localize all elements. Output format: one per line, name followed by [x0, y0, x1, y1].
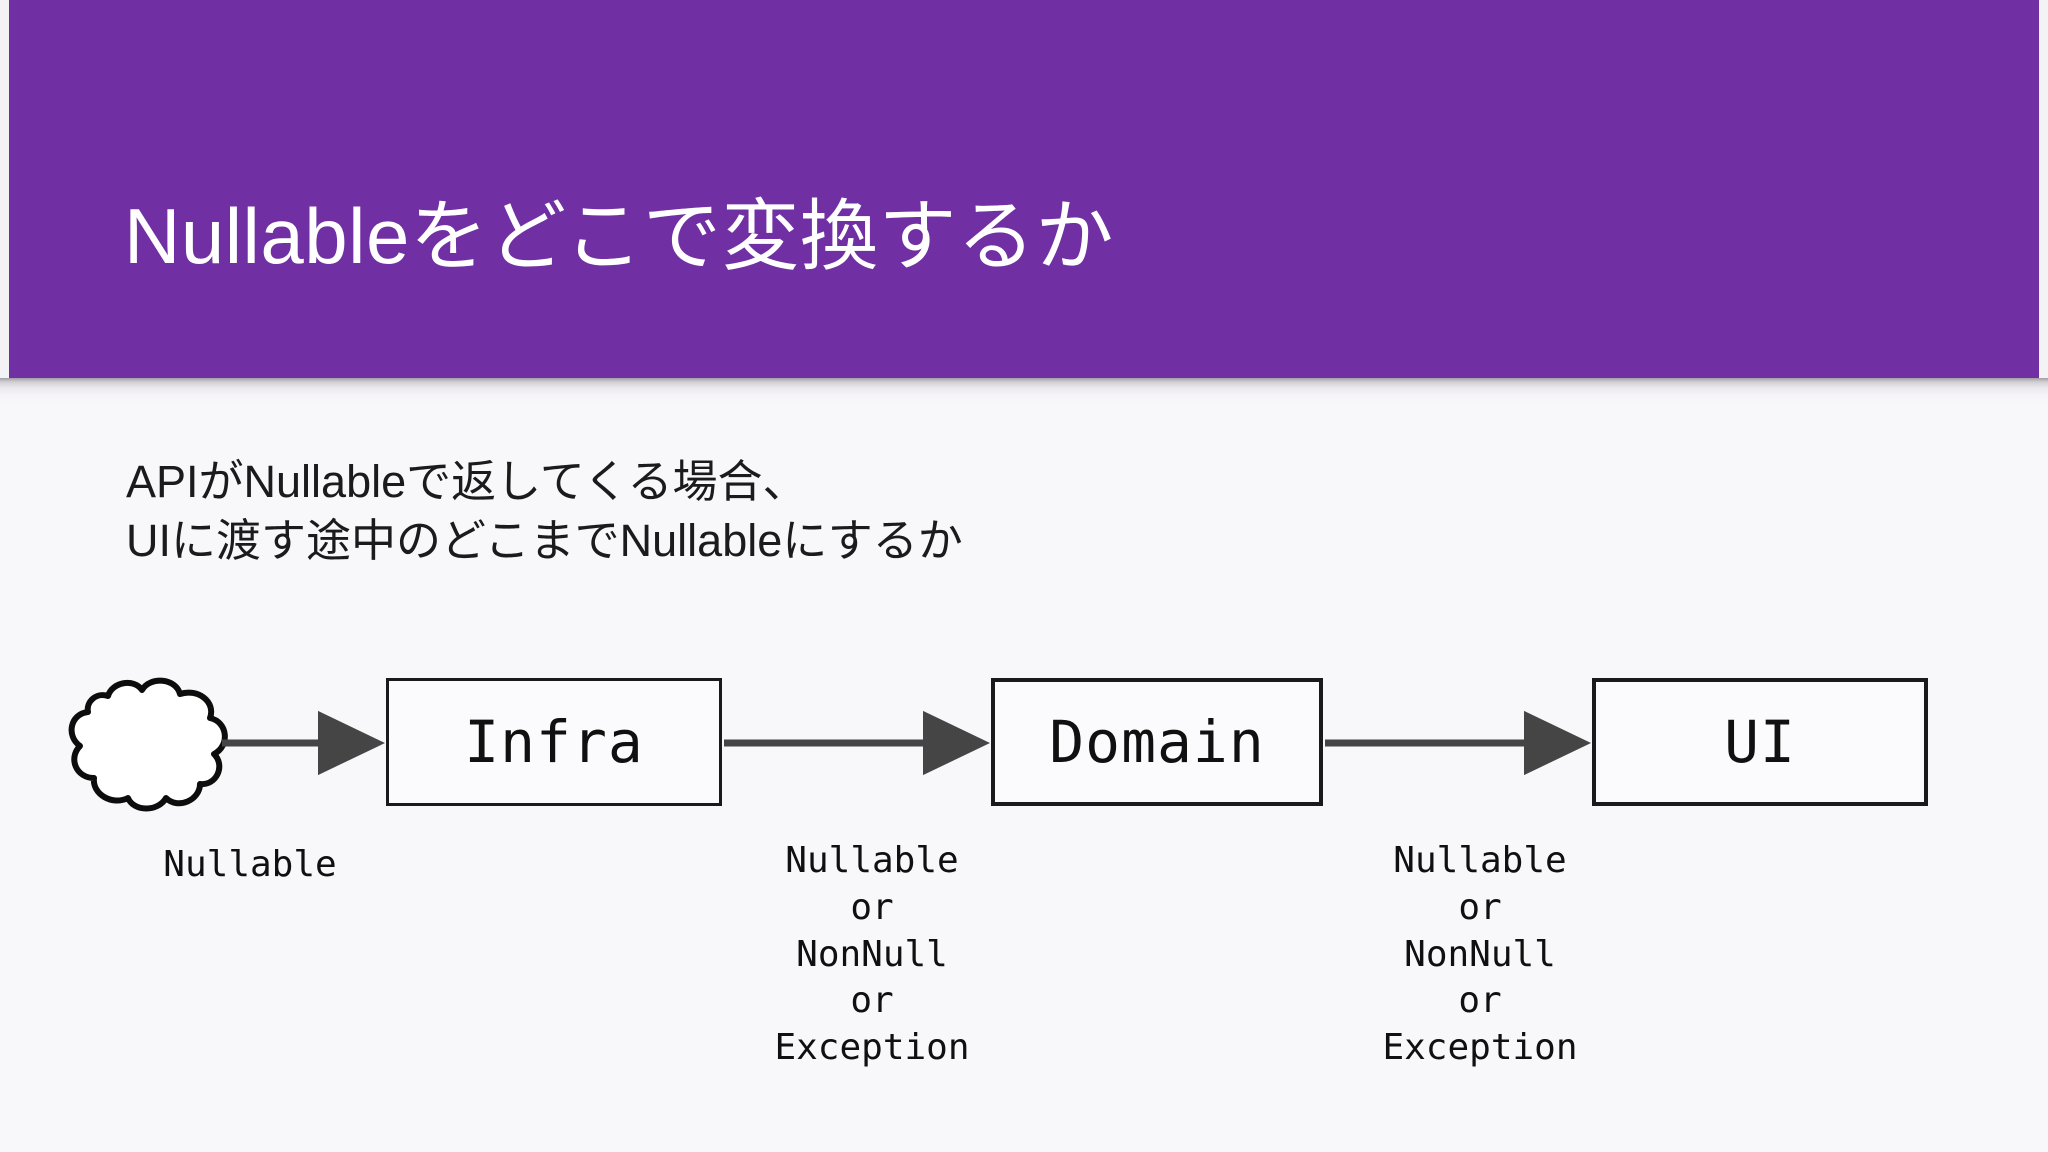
- flow-diagram: Infra Domain UI Nullable Nullable or Non…: [0, 640, 2048, 1100]
- body-text-line-1: APIがNullableで返してくる場合、: [126, 456, 808, 507]
- node-infra[interactable]: Infra: [386, 678, 722, 806]
- body-text-line-2: UIに渡す途中のどこまでNullableにするか: [126, 515, 963, 567]
- header-band-shadow: [0, 378, 2048, 404]
- header-band: [0, 0, 2048, 378]
- page-title: Nullableをどこで変換するか: [124, 192, 1114, 280]
- cloud-icon: [50, 672, 250, 820]
- edge-label-domain-to-ui: Nullable or NonNull or Exception: [1382, 840, 1578, 1069]
- edge-label-cloud-to-infra: Nullable: [163, 844, 337, 885]
- edge-label-infra-to-domain: Nullable or NonNull or Exception: [774, 840, 970, 1069]
- node-ui[interactable]: UI: [1592, 678, 1928, 806]
- slide-edge-left: [0, 0, 9, 378]
- node-domain[interactable]: Domain: [991, 678, 1323, 806]
- body-text: APIがNullableで返してくる場合、 UIに渡す途中のどこまでNullab…: [126, 452, 963, 571]
- slide-edge-right: [2039, 0, 2048, 378]
- header-band-fill: [8, 0, 2040, 378]
